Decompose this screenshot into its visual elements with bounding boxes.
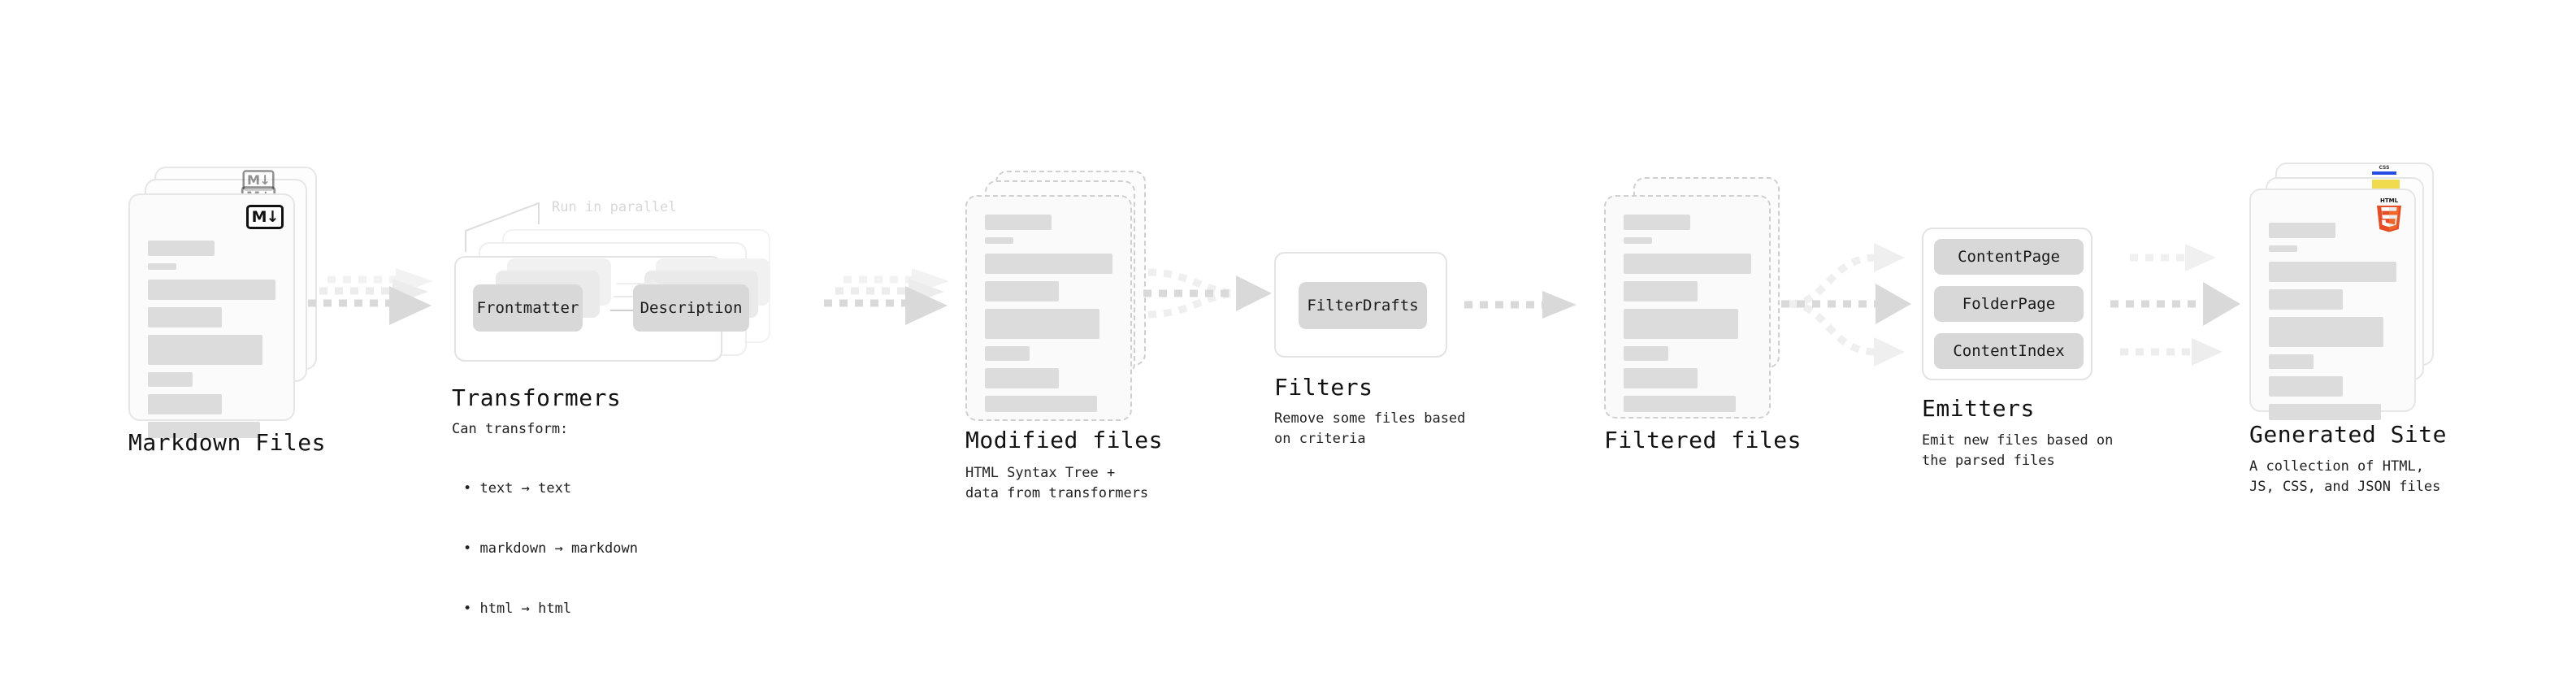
description-chip[interactable]: Description bbox=[633, 284, 749, 332]
modified-card-front bbox=[965, 195, 1132, 421]
run-in-parallel-label: Run in parallel bbox=[552, 199, 677, 215]
modified-files-subtitle: HTML Syntax Tree + data from transformer… bbox=[965, 465, 1149, 501]
transform-item-2: • html → html bbox=[463, 601, 572, 618]
generated-site-subtitle: A collection of HTML, JS, CSS, and JSON … bbox=[2249, 458, 2441, 495]
modified-files-title: Modified files bbox=[965, 427, 1164, 453]
contentpage-chip[interactable]: ContentPage bbox=[1934, 239, 2084, 275]
emitters-subtitle: Emit new files based on the parsed files bbox=[1922, 432, 2114, 469]
markdown-icon-back: M↓ bbox=[242, 170, 275, 191]
arrow-transformers-to-modified bbox=[821, 268, 959, 345]
filterdrafts-chip[interactable]: FilterDrafts bbox=[1299, 282, 1427, 329]
filters-title: Filters bbox=[1274, 374, 1373, 401]
filtered-card-front bbox=[1604, 195, 1771, 419]
arrow-emitters-to-site bbox=[2109, 232, 2259, 374]
modified-skeleton bbox=[985, 215, 1112, 419]
transformers-title: Transformers bbox=[452, 384, 622, 411]
transform-item-1: • markdown → markdown bbox=[463, 540, 638, 557]
markdown-card-front: M↓ bbox=[128, 193, 295, 438]
frontmatter-chip[interactable]: Frontmatter bbox=[473, 284, 583, 332]
arrow-modified-to-filters bbox=[1142, 256, 1276, 345]
site-card-front: HTML bbox=[2249, 189, 2416, 420]
arrow-filtered-to-emitters bbox=[1780, 232, 1926, 374]
contentindex-chip[interactable]: ContentIndex bbox=[1934, 333, 2084, 369]
html5-icon: HTML bbox=[2374, 195, 2405, 232]
css-icon-label: CSS bbox=[2379, 165, 2390, 171]
transformers-list: • text → text • markdown → markdown • ht… bbox=[452, 439, 638, 659]
css-icon-bar bbox=[2372, 171, 2396, 175]
emitters-box: ContentPage FolderPage ContentIndex bbox=[1922, 228, 2092, 380]
emitters-title: Emitters bbox=[1922, 395, 2035, 422]
filters-subtitle: Remove some files based on criteria bbox=[1274, 410, 1466, 447]
transformers-subtitle: Can transform: bbox=[452, 421, 569, 437]
markdown-files-title: Markdown Files bbox=[128, 429, 327, 456]
transform-item-0: • text → text bbox=[463, 480, 572, 497]
filtered-skeleton bbox=[1624, 215, 1751, 419]
arrow-markdown-to-transformers bbox=[305, 268, 443, 345]
parallel-leader-line bbox=[465, 202, 540, 252]
generated-site-title: Generated Site bbox=[2249, 421, 2448, 448]
filtered-files-title: Filtered files bbox=[1604, 427, 1802, 453]
markdown-icon: M↓ bbox=[246, 205, 284, 229]
markdown-skeleton bbox=[148, 241, 275, 445]
svg-text:HTML: HTML bbox=[2380, 197, 2399, 204]
css-icon: CSS bbox=[2372, 165, 2396, 175]
site-skeleton bbox=[2269, 223, 2396, 427]
filters-box: FilterDrafts bbox=[1274, 252, 1447, 358]
arrow-filters-to-filtered bbox=[1463, 291, 1585, 332]
folderpage-chip[interactable]: FolderPage bbox=[1934, 286, 2084, 322]
js-icon bbox=[2372, 180, 2400, 191]
